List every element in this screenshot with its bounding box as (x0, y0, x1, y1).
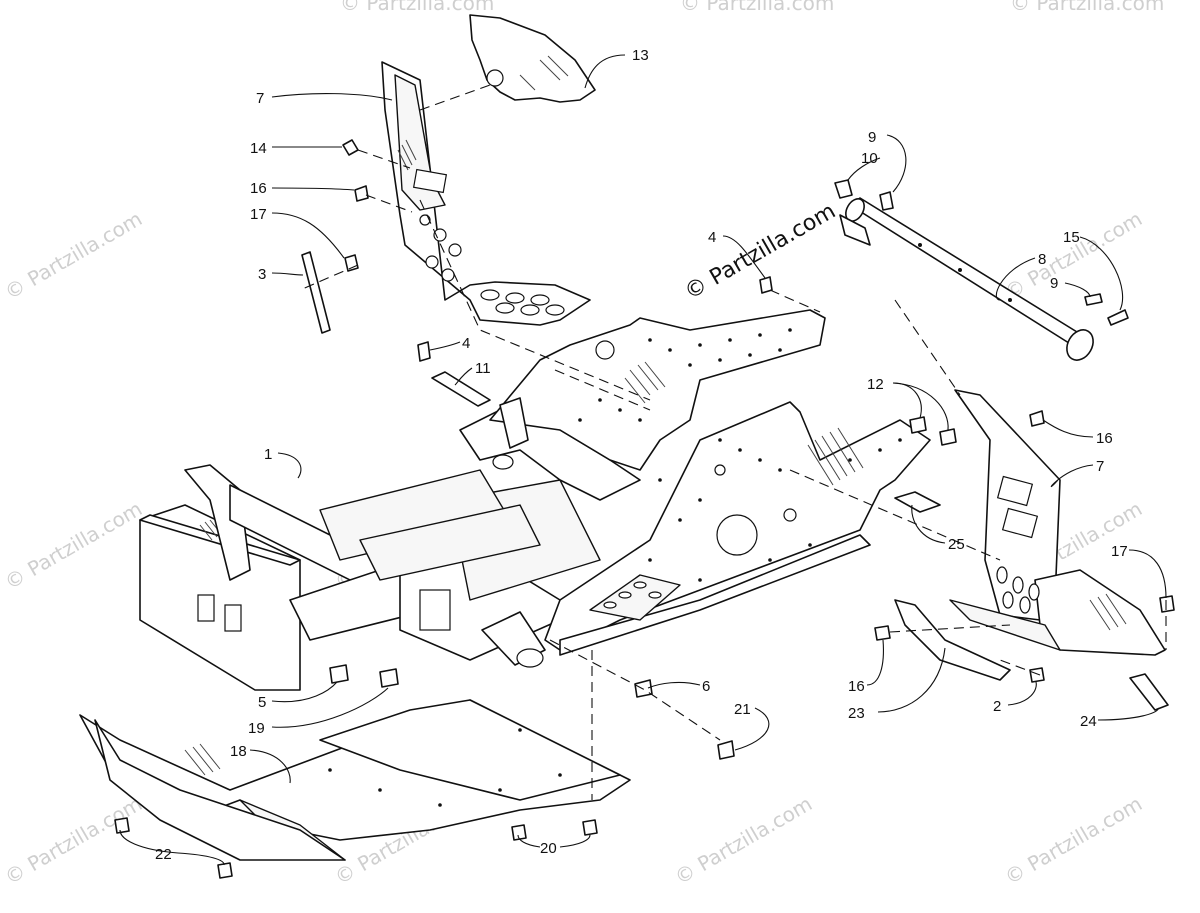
steering-cover-part (469, 14, 596, 103)
watermark-main: © Partzilla.com (681, 199, 841, 306)
callout-17-left: 17 (250, 206, 267, 223)
watermark: © Partzilla.com (1001, 791, 1147, 889)
callout-6: 6 (702, 678, 710, 695)
hardware-parts (114, 139, 1175, 879)
small-bracket-part (894, 491, 941, 513)
watermark: © Partzilla.com (340, 0, 494, 15)
belly-pan-part (79, 699, 631, 861)
callout-19: 19 (248, 720, 265, 737)
chassis-tunnel-part (139, 309, 931, 691)
callout-7-right: 7 (1096, 458, 1104, 475)
callout-leaders (119, 54, 1167, 866)
watermark: © Partzilla.com (1010, 0, 1164, 15)
callout-14: 14 (250, 140, 267, 157)
callout-24: 24 (1080, 713, 1097, 730)
callout-20: 20 (540, 840, 557, 857)
callout-8: 8 (1038, 251, 1046, 268)
assembly-lines (299, 84, 1167, 800)
watermark: © Partzilla.com (1, 206, 147, 304)
watermark: © Partzilla.com (680, 0, 834, 15)
callout-5: 5 (258, 694, 266, 711)
callout-18: 18 (230, 743, 247, 760)
callout-4-upper: 4 (708, 229, 716, 246)
callout-9-top: 9 (868, 129, 876, 146)
callout-15: 15 (1063, 229, 1080, 246)
callout-11: 11 (475, 360, 491, 377)
callout-16-lower: 16 (848, 678, 865, 695)
callout-4-lower: 4 (462, 335, 470, 352)
callout-21: 21 (734, 701, 751, 718)
callout-3: 3 (258, 266, 266, 283)
watermark: © Partzilla.com (1, 791, 147, 889)
rivet-holes (578, 328, 902, 582)
callout-22: 22 (155, 846, 172, 863)
callout-12: 12 (867, 376, 884, 393)
strip-part (1129, 673, 1169, 711)
callout-23: 23 (848, 705, 865, 722)
callout-10: 10 (861, 150, 878, 167)
callout-16-right: 16 (1096, 430, 1113, 447)
callout-13: 13 (632, 47, 649, 64)
plate-part (431, 371, 491, 407)
cross-tube-part (839, 197, 1094, 361)
callout-9-right: 9 (1050, 275, 1058, 292)
watermark: © Partzilla.com (1001, 206, 1147, 304)
callout-1: 1 (264, 446, 272, 463)
callout-2: 2 (993, 698, 1001, 715)
tube-fasteners (834, 179, 1129, 326)
callout-7-left: 7 (256, 90, 264, 107)
watermark: © Partzilla.com (671, 791, 817, 889)
callout-labels: 13 7 14 16 17 3 4 11 1 4 9 10 15 8 9 12 … (155, 47, 1128, 863)
callout-25: 25 (948, 536, 965, 553)
callout-17-right: 17 (1111, 543, 1128, 560)
callout-16-top: 16 (250, 180, 267, 197)
watermark: © Partzilla.com (1, 496, 147, 594)
rod-part (301, 251, 331, 334)
steering-support-left-part (381, 61, 591, 326)
